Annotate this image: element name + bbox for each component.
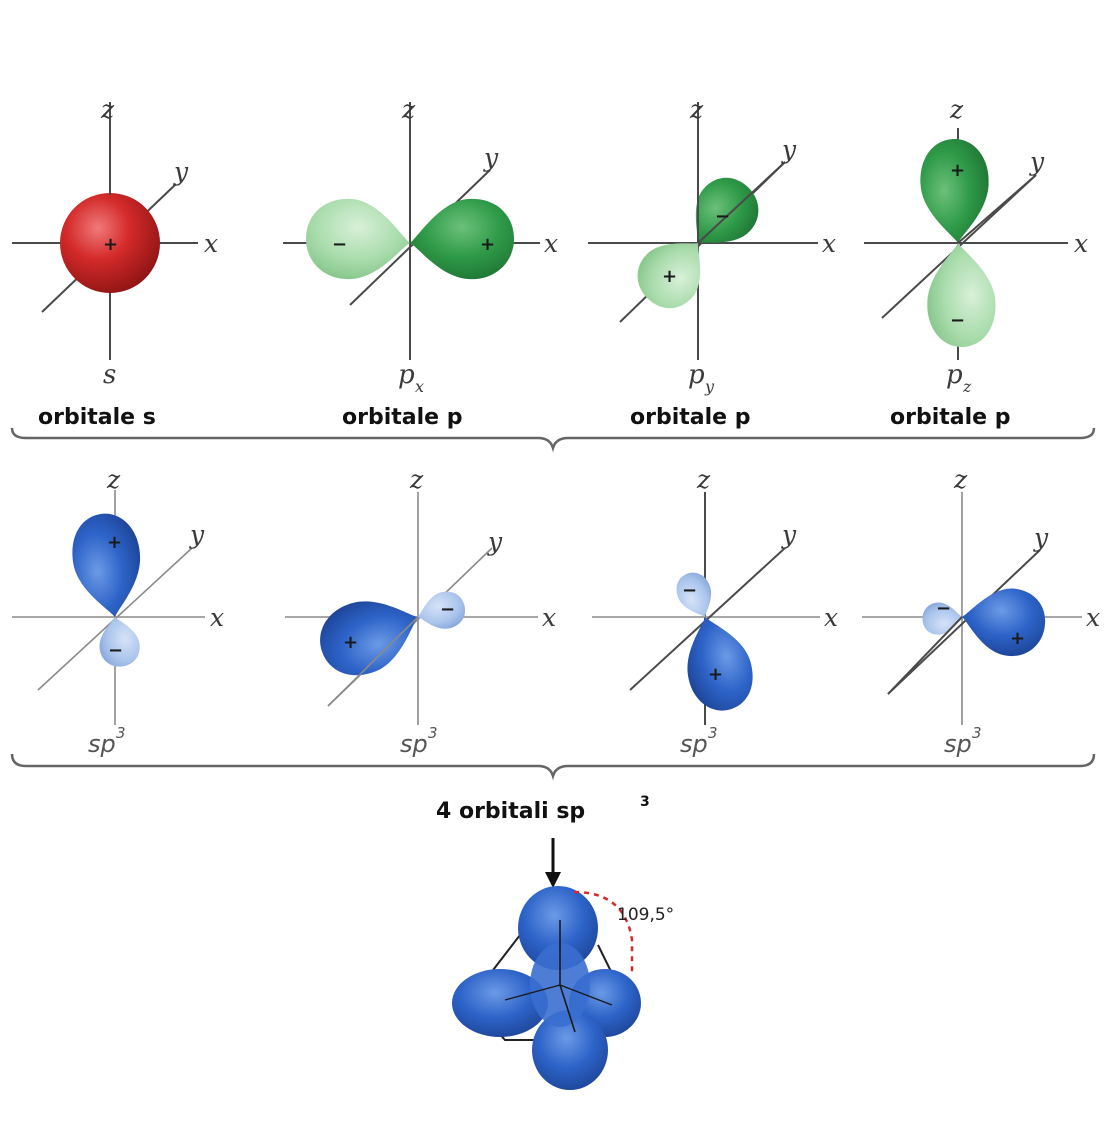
x-axis-label: x [210,603,224,632]
sp3-exponent: 3 [708,724,718,742]
orbital-symbol-p: p [946,360,963,390]
sp3-exponent: 3 [428,724,438,742]
positive-sign: + [1010,628,1025,649]
y-axis-label: y [483,143,499,172]
sp3-exponent: 3 [116,724,126,742]
caption-orbitale-s: orbitale s [38,405,156,430]
y-axis-label: y [1033,523,1049,552]
down-arrow-icon [545,838,561,888]
top-lobe [518,886,598,970]
orbital-subscript-z: z [962,377,972,396]
orbital-symbol-p: p [688,360,705,390]
sp3-orbital-diagram-3: z y x + − sp 3 [592,465,838,758]
sp3-label: sp [88,730,116,758]
sp3-label: sp [944,730,972,758]
y-axis [629,547,786,691]
caption-orbitale-px: orbitale p [342,405,462,430]
positive-sign: + [708,664,723,685]
y-axis-label: y [487,527,503,556]
caption-exponent: 3 [640,794,650,810]
orbital-symbol-s: s [103,360,116,390]
negative-sign: − [332,234,347,255]
positive-sign: + [107,532,122,553]
positive-lobe [311,585,430,685]
negative-sign: − [936,598,951,619]
caption-orbitale-pz: orbitale p [890,405,1010,430]
negative-sign: − [682,580,697,601]
negative-sign: − [950,310,965,331]
z-axis-label: z [106,465,121,494]
positive-sign: + [480,234,495,255]
pz-orbital-diagram: z y x + − p z orbitale p [864,95,1088,430]
positive-sign: + [662,266,677,287]
z-axis-label: z [401,95,416,124]
orbital-subscript-y: y [704,377,715,396]
positive-sign: + [343,632,358,653]
x-axis-label: x [542,603,556,632]
positive-lobe [68,510,146,621]
z-axis-label: z [949,95,964,124]
left-lobe [452,969,548,1037]
x-axis-label: x [544,229,558,258]
caption-4-orbitali-sp3: 4 orbitali sp [436,799,585,824]
x-axis-label: x [1086,603,1100,632]
z-axis-label: z [953,465,968,494]
positive-sign: + [103,234,118,255]
negative-lobe [306,198,410,280]
z-axis-label: z [409,465,424,494]
x-axis-label: x [824,603,838,632]
y-axis [887,549,1041,695]
sp3-orbital-diagram-4: z y x + − sp 3 [862,465,1100,758]
sp3-label: sp [680,730,708,758]
orbital-subscript-x: x [415,377,424,396]
positive-lobe [410,198,514,280]
angle-arc [573,890,634,975]
z-axis-label: z [696,465,711,494]
orbital-symbol-p: p [398,360,415,390]
s-orbital-diagram: z y x + s orbitale s [12,95,218,430]
y-axis-label: y [1029,147,1045,176]
x-axis-label: x [822,229,836,258]
tetrahedral-sp3-orbitals: 109,5° [452,886,674,1090]
caption-orbitale-py: orbitale p [630,405,750,430]
negative-lobe [927,243,996,347]
sp3-label: sp [400,730,428,758]
sp3-orbital-diagram-2: z y x + − sp 3 [285,465,556,758]
positive-lobe [956,580,1051,662]
s-orbital-sphere [60,193,160,293]
y-axis-label: y [781,135,797,164]
row2-brace [10,753,1096,781]
positive-sign: + [950,160,965,181]
x-axis-label: x [204,229,218,258]
y-axis-label: y [173,157,189,186]
y-axis-label: y [189,520,205,549]
front-lobe [532,1010,608,1090]
x-axis-label: x [1074,229,1088,258]
negative-sign: − [715,206,730,227]
angle-label: 109,5° [617,905,674,925]
sp3-exponent: 3 [972,724,982,742]
negative-sign: − [440,599,455,620]
z-axis-label: z [100,95,115,124]
z-axis-label: z [689,95,704,124]
row1-brace [10,427,1096,453]
y-axis-label: y [781,520,797,549]
sp3-orbital-diagram-1: z y x + − sp 3 [12,465,224,758]
py-orbital-diagram: z y x − + p y orbitale p [588,95,836,430]
px-orbital-diagram: z y x + − p x orbitale p [283,95,558,430]
negative-sign: − [108,640,123,661]
